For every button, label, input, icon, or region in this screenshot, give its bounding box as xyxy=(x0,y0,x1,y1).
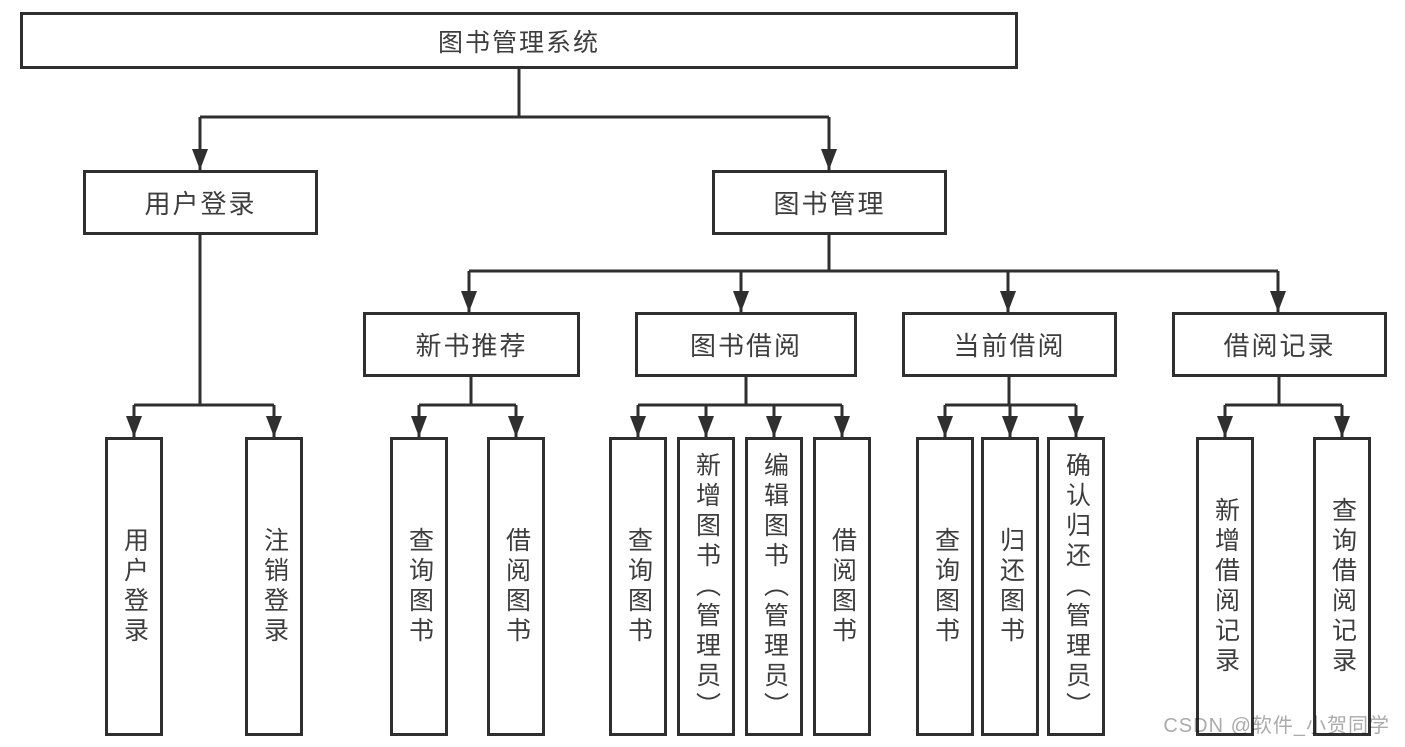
leaf-query-books-recommend: 查询图书 xyxy=(390,437,448,736)
node-user-login: 用户登录 xyxy=(83,170,318,235)
leaf-user-login: 用户登录 xyxy=(105,437,163,736)
leaf-borrow-books: 借阅图书 xyxy=(813,437,871,736)
leaf-logout: 注销登录 xyxy=(245,437,303,736)
leaf-label: 查询图书 xyxy=(931,526,960,647)
connector-current-borrow-children xyxy=(937,377,1084,437)
leaf-label: 查询图书 xyxy=(405,526,434,647)
leaf-return-book: 归还图书 xyxy=(981,437,1039,736)
leaf-label: 注销登录 xyxy=(260,526,289,647)
node-book-management: 图书管理 xyxy=(712,170,947,235)
leaf-label: 归还图书 xyxy=(996,526,1025,647)
connector-book-management-to-level3 xyxy=(461,235,1286,312)
node-label: 图书借阅 xyxy=(689,331,802,361)
node-label: 用户登录 xyxy=(144,189,257,219)
connector-book-borrow-children xyxy=(630,377,850,437)
node-label: 借阅记录 xyxy=(1223,331,1336,361)
leaf-query-books-borrow: 查询图书 xyxy=(609,437,667,736)
leaf-confirm-return-admin: 确认归还（管理员） xyxy=(1047,437,1105,736)
node-current-borrow: 当前借阅 xyxy=(902,312,1117,377)
connector-borrow-records-children xyxy=(1217,377,1350,437)
node-borrow-records: 借阅记录 xyxy=(1172,312,1387,377)
connector-root-to-level2 xyxy=(192,69,837,170)
leaf-label: 借阅图书 xyxy=(828,526,857,647)
leaf-label: 确认归还（管理员） xyxy=(1062,451,1091,722)
leaf-edit-book-admin: 编辑图书（管理员） xyxy=(745,437,803,736)
node-root: 图书管理系统 xyxy=(20,12,1018,69)
leaf-label: 查询借阅记录 xyxy=(1328,496,1357,677)
node-root-label: 图书管理系统 xyxy=(437,28,600,57)
leaf-query-books-current: 查询图书 xyxy=(916,437,974,736)
leaf-add-book-admin: 新增图书（管理员） xyxy=(677,437,735,736)
node-book-borrow: 图书借阅 xyxy=(635,312,857,377)
node-label: 图书管理 xyxy=(773,189,886,219)
node-new-book-recommend: 新书推荐 xyxy=(363,312,580,377)
leaf-borrow-books-recommend: 借阅图书 xyxy=(487,437,545,736)
node-label: 当前借阅 xyxy=(953,331,1066,361)
leaf-label: 编辑图书（管理员） xyxy=(760,451,789,722)
node-label: 新书推荐 xyxy=(415,331,528,361)
leaf-label: 查询图书 xyxy=(624,526,653,647)
leaf-add-borrow-record: 新增借阅记录 xyxy=(1196,437,1254,736)
leaf-label: 用户登录 xyxy=(120,526,149,647)
leaf-label: 新增图书（管理员） xyxy=(692,451,721,722)
leaf-label: 借阅图书 xyxy=(502,526,531,647)
leaf-label: 新增借阅记录 xyxy=(1211,496,1240,677)
watermark-text: CSDN @软件_小贺同学 xyxy=(1163,715,1390,737)
connector-new-book-recommend-children xyxy=(411,377,524,437)
leaf-query-borrow-record: 查询借阅记录 xyxy=(1313,437,1371,736)
connector-user-login-children xyxy=(126,235,282,437)
